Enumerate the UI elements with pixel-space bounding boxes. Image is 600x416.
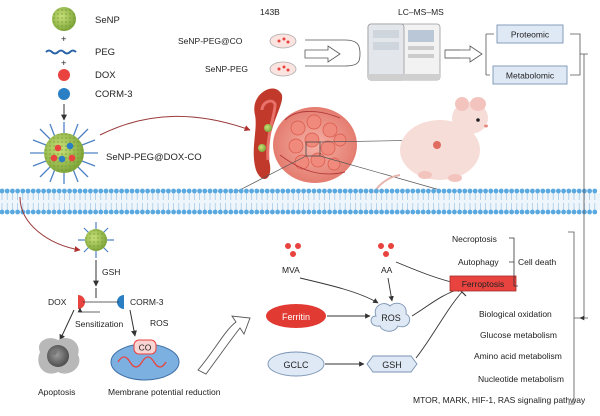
mva-label: MVA <box>282 265 300 275</box>
peg-icon <box>45 49 77 55</box>
cell-membrane <box>0 188 600 215</box>
proteomic-label: Proteomic <box>511 30 550 40</box>
autophagy-label: Autophagy <box>458 257 499 267</box>
sample1-label: SeNP-PEG@CO <box>178 36 243 46</box>
gsh-label: GSH <box>102 267 120 277</box>
cell-death-group: Necroptosis Autophagy Ferroptosis Cell d… <box>449 234 557 292</box>
intracellular-np: GSH <box>78 222 120 287</box>
process-item-2: Amino acid metabolism <box>474 351 562 361</box>
co-label: CO <box>139 343 152 353</box>
dox-half-icon <box>78 295 85 309</box>
legend-plus-1: + <box>61 34 67 45</box>
senp-icon <box>52 7 76 31</box>
mva-molecule-icon <box>285 243 301 257</box>
corm-half-icon <box>117 295 124 309</box>
legend-dox-label: DOX <box>95 70 116 81</box>
release-dox-label: DOX <box>48 297 67 307</box>
pathway: MVA AA Ferritin ROS GCLC GSH <box>266 243 467 377</box>
np-to-tumor-arrow <box>99 115 251 136</box>
sensitization-label: Sensitization <box>75 319 123 329</box>
metabolomic-label: Metabolomic <box>506 71 555 81</box>
legend-corm-label: CORM-3 <box>95 89 132 100</box>
release-group: DOX CORM-3 Sensitization ROS <box>48 287 169 341</box>
nanoparticle-label: SeNP-PEG@DOX-CO <box>106 152 202 163</box>
aa-molecule-icon <box>378 243 394 257</box>
legend-senp-label: SeNP <box>95 15 120 26</box>
process-item-3: Nucleotide metabolism <box>478 374 564 384</box>
process-item-0: Biological oxidation <box>479 309 552 319</box>
release-corm-label: CORM-3 <box>130 297 164 307</box>
ferroptosis-box <box>449 275 517 292</box>
mitochondrion-icon: CO <box>110 339 180 381</box>
curved-hollow-arrow <box>197 315 251 375</box>
result-bracket <box>568 54 585 405</box>
nanoparticle: SeNP-PEG@DOX-CO <box>30 122 202 184</box>
legend: SeNP + PEG + DOX CORM-3 <box>45 7 132 121</box>
ros-label: ROS <box>150 318 169 328</box>
gclc-node <box>267 351 325 377</box>
cell-death-label: Cell death <box>518 257 557 267</box>
peg-corona <box>30 122 98 184</box>
ferritin-label: Ferritin <box>282 312 310 322</box>
corm-icon <box>58 88 70 100</box>
hollow-arrow-1 <box>304 45 341 63</box>
gclc-label: GCLC <box>283 360 309 370</box>
process-list: Biological oxidation Glucose metabolism … <box>413 309 586 405</box>
apoptotic-cell-icon <box>38 337 80 374</box>
necroptosis-label: Necroptosis <box>452 234 497 244</box>
petri-dish-1 <box>269 33 297 49</box>
metabolomic-box <box>492 65 568 85</box>
experiment: 143B SeNP-PEG@CO SeNP-PEG LC–MS–MS <box>178 7 588 85</box>
membrane-potential-label: Membrane potential reduction <box>108 387 221 397</box>
hollow-arrow-2 <box>444 45 483 63</box>
sample2-label: SeNP-PEG <box>205 64 248 74</box>
gsh-node <box>366 355 418 373</box>
petri-dish-2 <box>269 61 297 77</box>
entry-arrow <box>19 196 81 253</box>
legend-plus-2: + <box>61 58 67 69</box>
apoptosis-label: Apoptosis <box>38 387 75 397</box>
proteomic-box <box>496 24 564 44</box>
aa-label: AA <box>381 265 393 275</box>
process-item-4: MTOR, MARK, HIF-1, RAS signaling pathway <box>413 395 586 405</box>
ros-node <box>370 302 411 332</box>
ferritin-node <box>266 304 326 328</box>
legend-peg-label: PEG <box>95 47 115 58</box>
mouse-illustration <box>372 97 488 201</box>
gsh-node-label: GSH <box>382 360 402 370</box>
omics-bracket <box>570 33 588 76</box>
dox-icon <box>58 69 70 81</box>
tumor-illustration <box>253 88 357 183</box>
ferroptosis-label: Ferroptosis <box>462 279 505 289</box>
cell-line-label: 143B <box>260 7 280 17</box>
ros-node-label: ROS <box>381 313 401 323</box>
lcms-instrument-icon <box>367 23 441 81</box>
process-item-1: Glucose metabolism <box>480 330 557 340</box>
instrument-label: LC–MS–MS <box>398 7 444 17</box>
